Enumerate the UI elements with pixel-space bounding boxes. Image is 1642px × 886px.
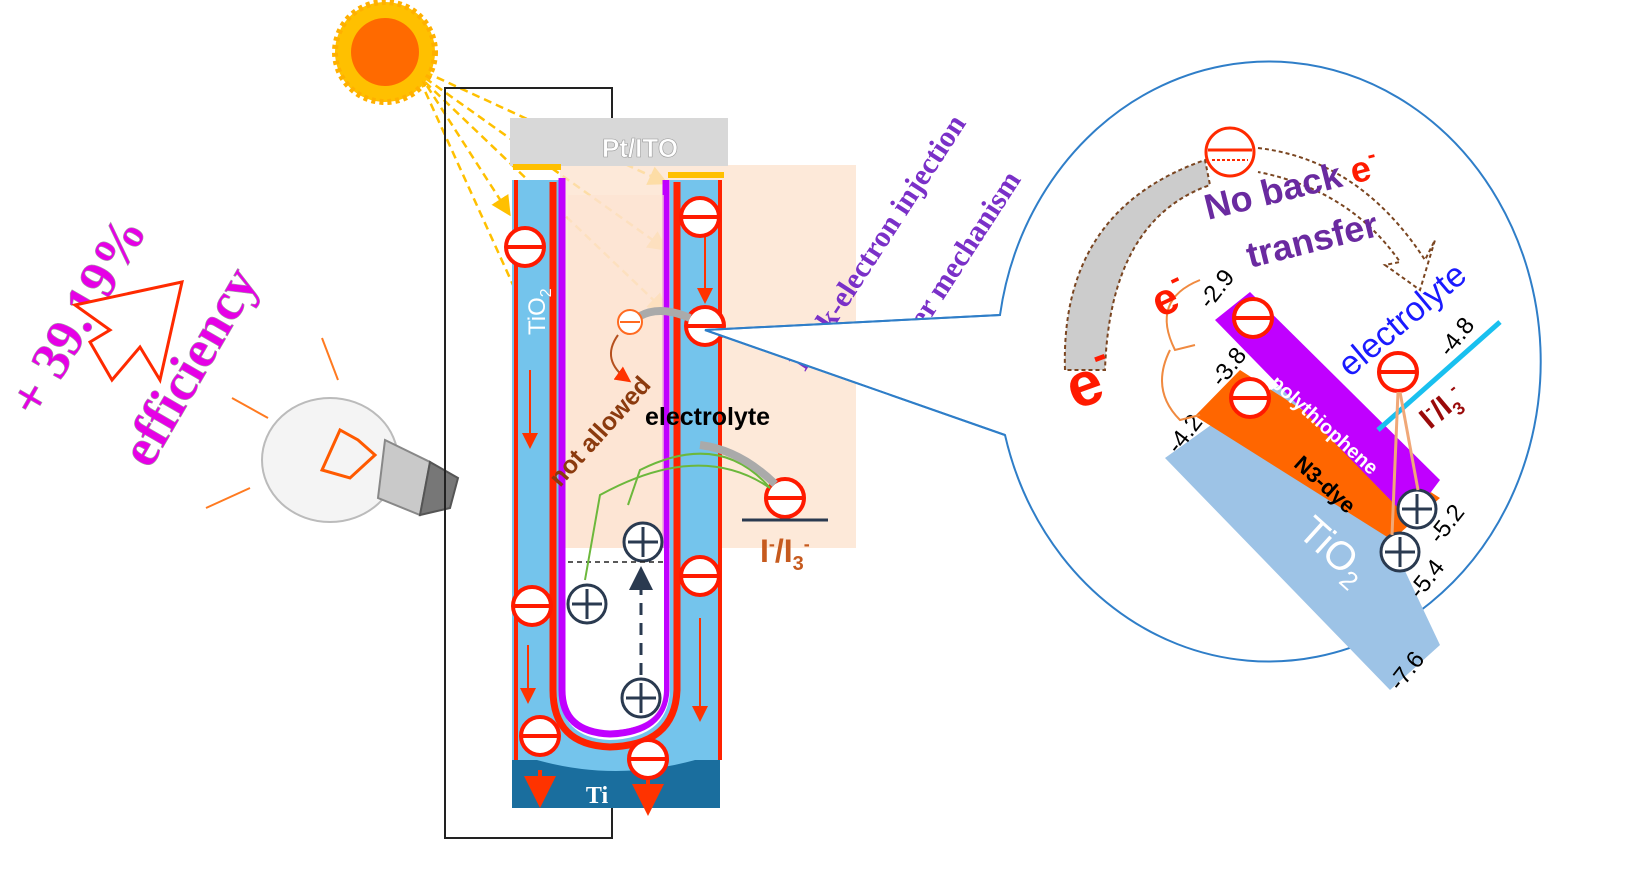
electron-icon (679, 196, 721, 238)
regeneration-arrows (584, 441, 778, 581)
electron-icon (519, 715, 561, 757)
electron-icon (684, 305, 726, 347)
efficiency-text: efficiency (108, 256, 269, 476)
ti-label: Ti (586, 783, 609, 809)
hole-icon (620, 677, 662, 719)
back-transfer-arc (1063, 158, 1212, 371)
tio2-nanotube: TiO2 (512, 178, 722, 760)
tio2-band (1165, 370, 1440, 690)
electron-icon (504, 226, 546, 268)
hole-icon (566, 583, 608, 625)
electron-label-small: e- (1141, 262, 1196, 327)
electrolyte-label: electrolyte (645, 403, 770, 431)
sun-icon (332, 0, 438, 105)
polythiophene-band (1215, 292, 1440, 520)
redox-couple-label: I-/I3- (760, 533, 810, 575)
efficiency-label: + 39.19% efficiency (0, 205, 270, 476)
tio2-label: TiO2 (524, 288, 555, 335)
electron-flow-arrows (520, 236, 713, 816)
increase-arrow-icon (71, 280, 184, 384)
pt-ito-electrode: Pt/ITO (510, 118, 728, 178)
hole-icon (622, 521, 664, 563)
electron-icon (511, 585, 553, 627)
hole-icon (1379, 531, 1421, 573)
electron-icon (1232, 297, 1274, 339)
electron-icon (679, 555, 721, 597)
electron-icon (1229, 377, 1271, 419)
electron-icon (627, 738, 669, 780)
external-circuit-wire (444, 87, 613, 839)
light-bulb-icon (205, 337, 460, 523)
pt-ito-label: Pt/ITO (602, 133, 678, 163)
